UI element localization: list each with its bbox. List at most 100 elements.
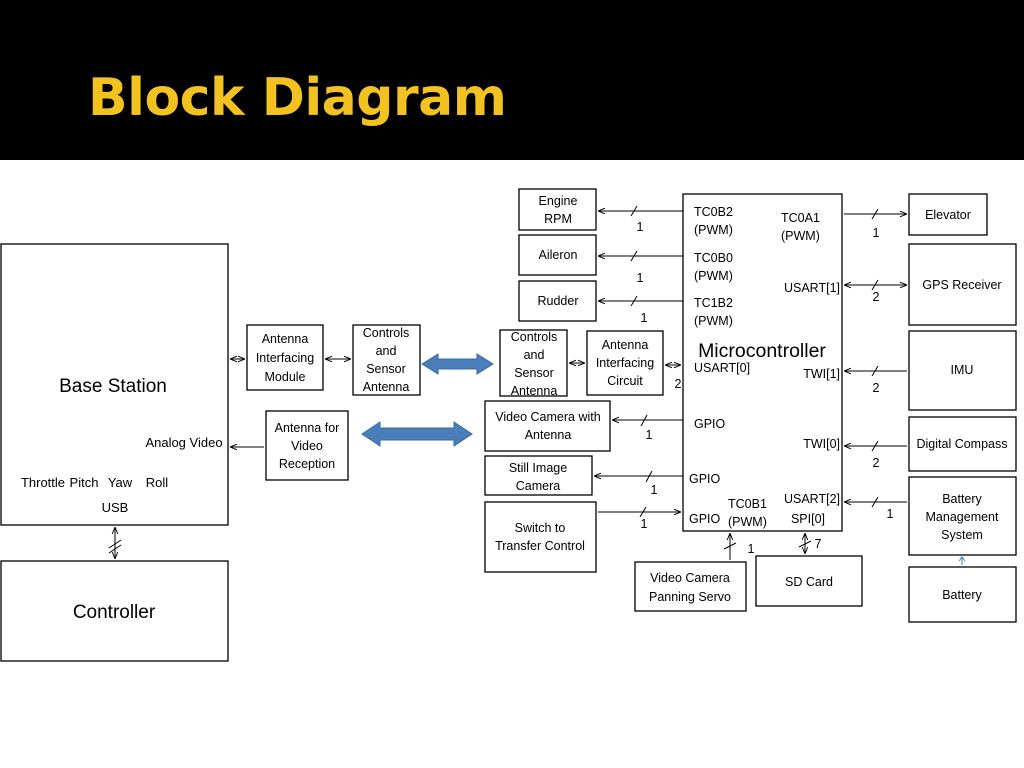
switch-transfer-control-block: Switch to Transfer Control xyxy=(484,501,597,573)
blocks-ctrl-sensor-ant-left-1-text: and xyxy=(376,344,397,358)
microcontroller-ports-twi0-text: TWI[0] xyxy=(803,437,840,451)
microcontroller-ports-tc0b0-0-text: TC0B0 xyxy=(694,251,733,265)
microcontroller-ports-tc0b2-1-text: (PWM) xyxy=(694,223,733,237)
blocks-video-camera-antenna-1-text: Antenna xyxy=(525,428,572,442)
video-camera-antenna-block: Video Camera with Antenna xyxy=(484,400,611,452)
blocks-ant-if-module-2-text: Module xyxy=(265,370,306,384)
blocks-elevator-text: Elevator xyxy=(925,208,971,222)
blocks-video-camera-servo-1-text: Panning Servo xyxy=(649,590,731,604)
antenna-interfacing-circuit-block: Antenna Interfacing Circuit xyxy=(586,330,664,396)
bus-width-bms: 1 xyxy=(887,507,894,521)
antenna-video-reception-block: Antenna for Video Reception xyxy=(265,410,349,481)
blocks-imu-text: IMU xyxy=(951,363,974,377)
bus-width-still-camera: 1 xyxy=(651,483,658,497)
microcontroller-ports-twi1-text: TWI[1] xyxy=(803,367,840,381)
battery-management-system-block: Battery Management System xyxy=(908,476,1017,556)
blocks-digital-compass-text: Digital Compass xyxy=(916,437,1007,451)
blocks-ant-if-circuit-2-text: Circuit xyxy=(607,374,643,388)
microcontroller-ports-usart2-text: USART[2] xyxy=(784,492,840,506)
microcontroller-ports-tc0a1-0-text: TC0A1 xyxy=(781,211,820,225)
controls-sensor-antenna-left-block: Controls and Sensor Antenna xyxy=(352,324,421,396)
sd-card-block: SD Card xyxy=(755,555,863,607)
blocks-ant-video-rx-1-text: Video xyxy=(291,439,323,453)
microcontroller-ports-tc0b0-1-text: (PWM) xyxy=(694,269,733,283)
blocks-battery-mgmt-0-text: Battery xyxy=(942,492,982,506)
blocks-gps-receiver-text: GPS Receiver xyxy=(922,278,1001,292)
bus-width-gps: 2 xyxy=(873,290,880,304)
usb-label: USB xyxy=(102,500,129,515)
blocks-ctrl-sensor-ant-right-0-text: Controls xyxy=(511,330,558,344)
microcontroller-ports-tc1b2-0-text: TC1B2 xyxy=(694,296,733,310)
usb-bus-slash xyxy=(108,539,122,549)
base-station-block: Base Station Analog Video Throttle Pitch… xyxy=(0,243,229,526)
microcontroller-ports-tc0b1-0-text: TC0B1 xyxy=(728,497,767,511)
digital-compass-block: Digital Compass xyxy=(908,416,1017,472)
blocks-still-image-camera-1-text: Camera xyxy=(516,479,561,493)
battery-block: Battery xyxy=(908,566,1017,623)
microcontroller-ports-gpio1-text: GPIO xyxy=(694,417,726,431)
video-wireless-link-arrow xyxy=(361,421,473,447)
controller-block: Controller xyxy=(0,560,229,662)
bus-width-sd: 7 xyxy=(815,537,822,551)
blocks-video-camera-antenna-0-text: Video Camera with xyxy=(495,410,600,424)
throttle-label: Throttle xyxy=(21,475,65,490)
blocks-ant-video-rx-0-text: Antenna for xyxy=(275,421,340,435)
blocks-ctrl-sensor-ant-right-1-text: and xyxy=(524,348,545,362)
microcontroller-ports-usart0-text: USART[0] xyxy=(694,361,750,375)
blocks-engine-rpm-1-text: RPM xyxy=(544,212,572,226)
microcontroller-ports-tc0a1-1-text: (PWM) xyxy=(781,229,820,243)
bus-width-aileron: 1 xyxy=(637,271,644,285)
bus-width-elevator: 1 xyxy=(873,226,880,240)
blocks-ctrl-sensor-ant-left-3-text: Antenna xyxy=(363,380,410,394)
roll-label: Roll xyxy=(146,475,169,490)
still-image-camera-block: Still Image Camera xyxy=(484,455,593,496)
blocks-video-camera-servo-0-text: Video Camera xyxy=(650,571,730,585)
blocks-still-image-camera-0-text: Still Image xyxy=(509,461,567,475)
aileron-block: Aileron xyxy=(518,234,597,276)
blocks-switch-transfer-0-text: Switch to xyxy=(515,521,566,535)
gps-receiver-block: GPS Receiver xyxy=(908,243,1017,326)
microcontroller-ports-tc1b2-1-text: (PWM) xyxy=(694,314,733,328)
analog-video-label: Analog Video xyxy=(145,435,222,450)
blocks-ant-if-module-0-text: Antenna xyxy=(262,332,309,346)
microcontroller-ports-gpio2-text: GPIO xyxy=(689,472,721,486)
blocks-switch-transfer-1-text: Transfer Control xyxy=(495,539,585,553)
blocks-battery-text: Battery xyxy=(942,588,982,602)
bus-width-rudder: 1 xyxy=(641,311,648,325)
microcontroller-ports-spi0-text: SPI[0] xyxy=(791,512,825,526)
blocks-ant-if-circuit-0-text: Antenna xyxy=(602,338,649,352)
blocks-ant-video-rx-2-text: Reception xyxy=(279,457,335,471)
blocks-sd-card-text: SD Card xyxy=(785,575,833,589)
blocks-ctrl-sensor-ant-left-2-text: Sensor xyxy=(366,362,406,376)
bus-width-engine: 1 xyxy=(637,220,644,234)
bus-width-servo: 1 xyxy=(748,542,755,556)
blocks-engine-rpm-0-text: Engine xyxy=(539,194,578,208)
base-station-label: Base Station xyxy=(59,376,167,397)
blocks-battery-mgmt-1-text: Management xyxy=(926,510,999,524)
elevator-block: Elevator xyxy=(908,193,988,236)
controls-sensor-antenna-right-block: Controls and Sensor Antenna xyxy=(499,329,568,398)
blocks-ctrl-sensor-ant-left-0-text: Controls xyxy=(363,326,410,340)
microcontroller-ports-gpio3-text: GPIO xyxy=(689,512,721,526)
control-wireless-link-arrow xyxy=(421,353,494,375)
microcontroller-ports-usart1-text: USART[1] xyxy=(784,281,840,295)
microcontroller-ports-tc0b2-0-text: TC0B2 xyxy=(694,205,733,219)
blocks-ctrl-sensor-ant-right-3-text: Antenna xyxy=(511,384,558,398)
bus-width-imu: 2 xyxy=(873,381,880,395)
blocks-ctrl-sensor-ant-right-2-text: Sensor xyxy=(514,366,554,380)
blocks-battery-mgmt-2-text: System xyxy=(941,528,983,542)
title-bar: Block Diagram xyxy=(0,0,1024,160)
bus-width-video-camera: 1 xyxy=(646,428,653,442)
blocks-ant-if-module-1-text: Interfacing xyxy=(256,351,314,365)
left-connections: 1 1 1 1 1 1 xyxy=(594,205,683,531)
microcontroller-label: Microcontroller xyxy=(698,340,826,362)
video-camera-panning-servo-block: Video Camera Panning Servo xyxy=(634,561,747,612)
controller-label: Controller xyxy=(73,602,156,623)
pitch-label: Pitch xyxy=(70,475,99,490)
imu-block: IMU xyxy=(908,330,1017,411)
usb-bus-slash xyxy=(108,544,122,554)
blocks-rudder-text: Rudder xyxy=(538,294,579,308)
rudder-block: Rudder xyxy=(518,280,597,322)
right-connections: 1 2 2 2 1 xyxy=(844,208,907,521)
